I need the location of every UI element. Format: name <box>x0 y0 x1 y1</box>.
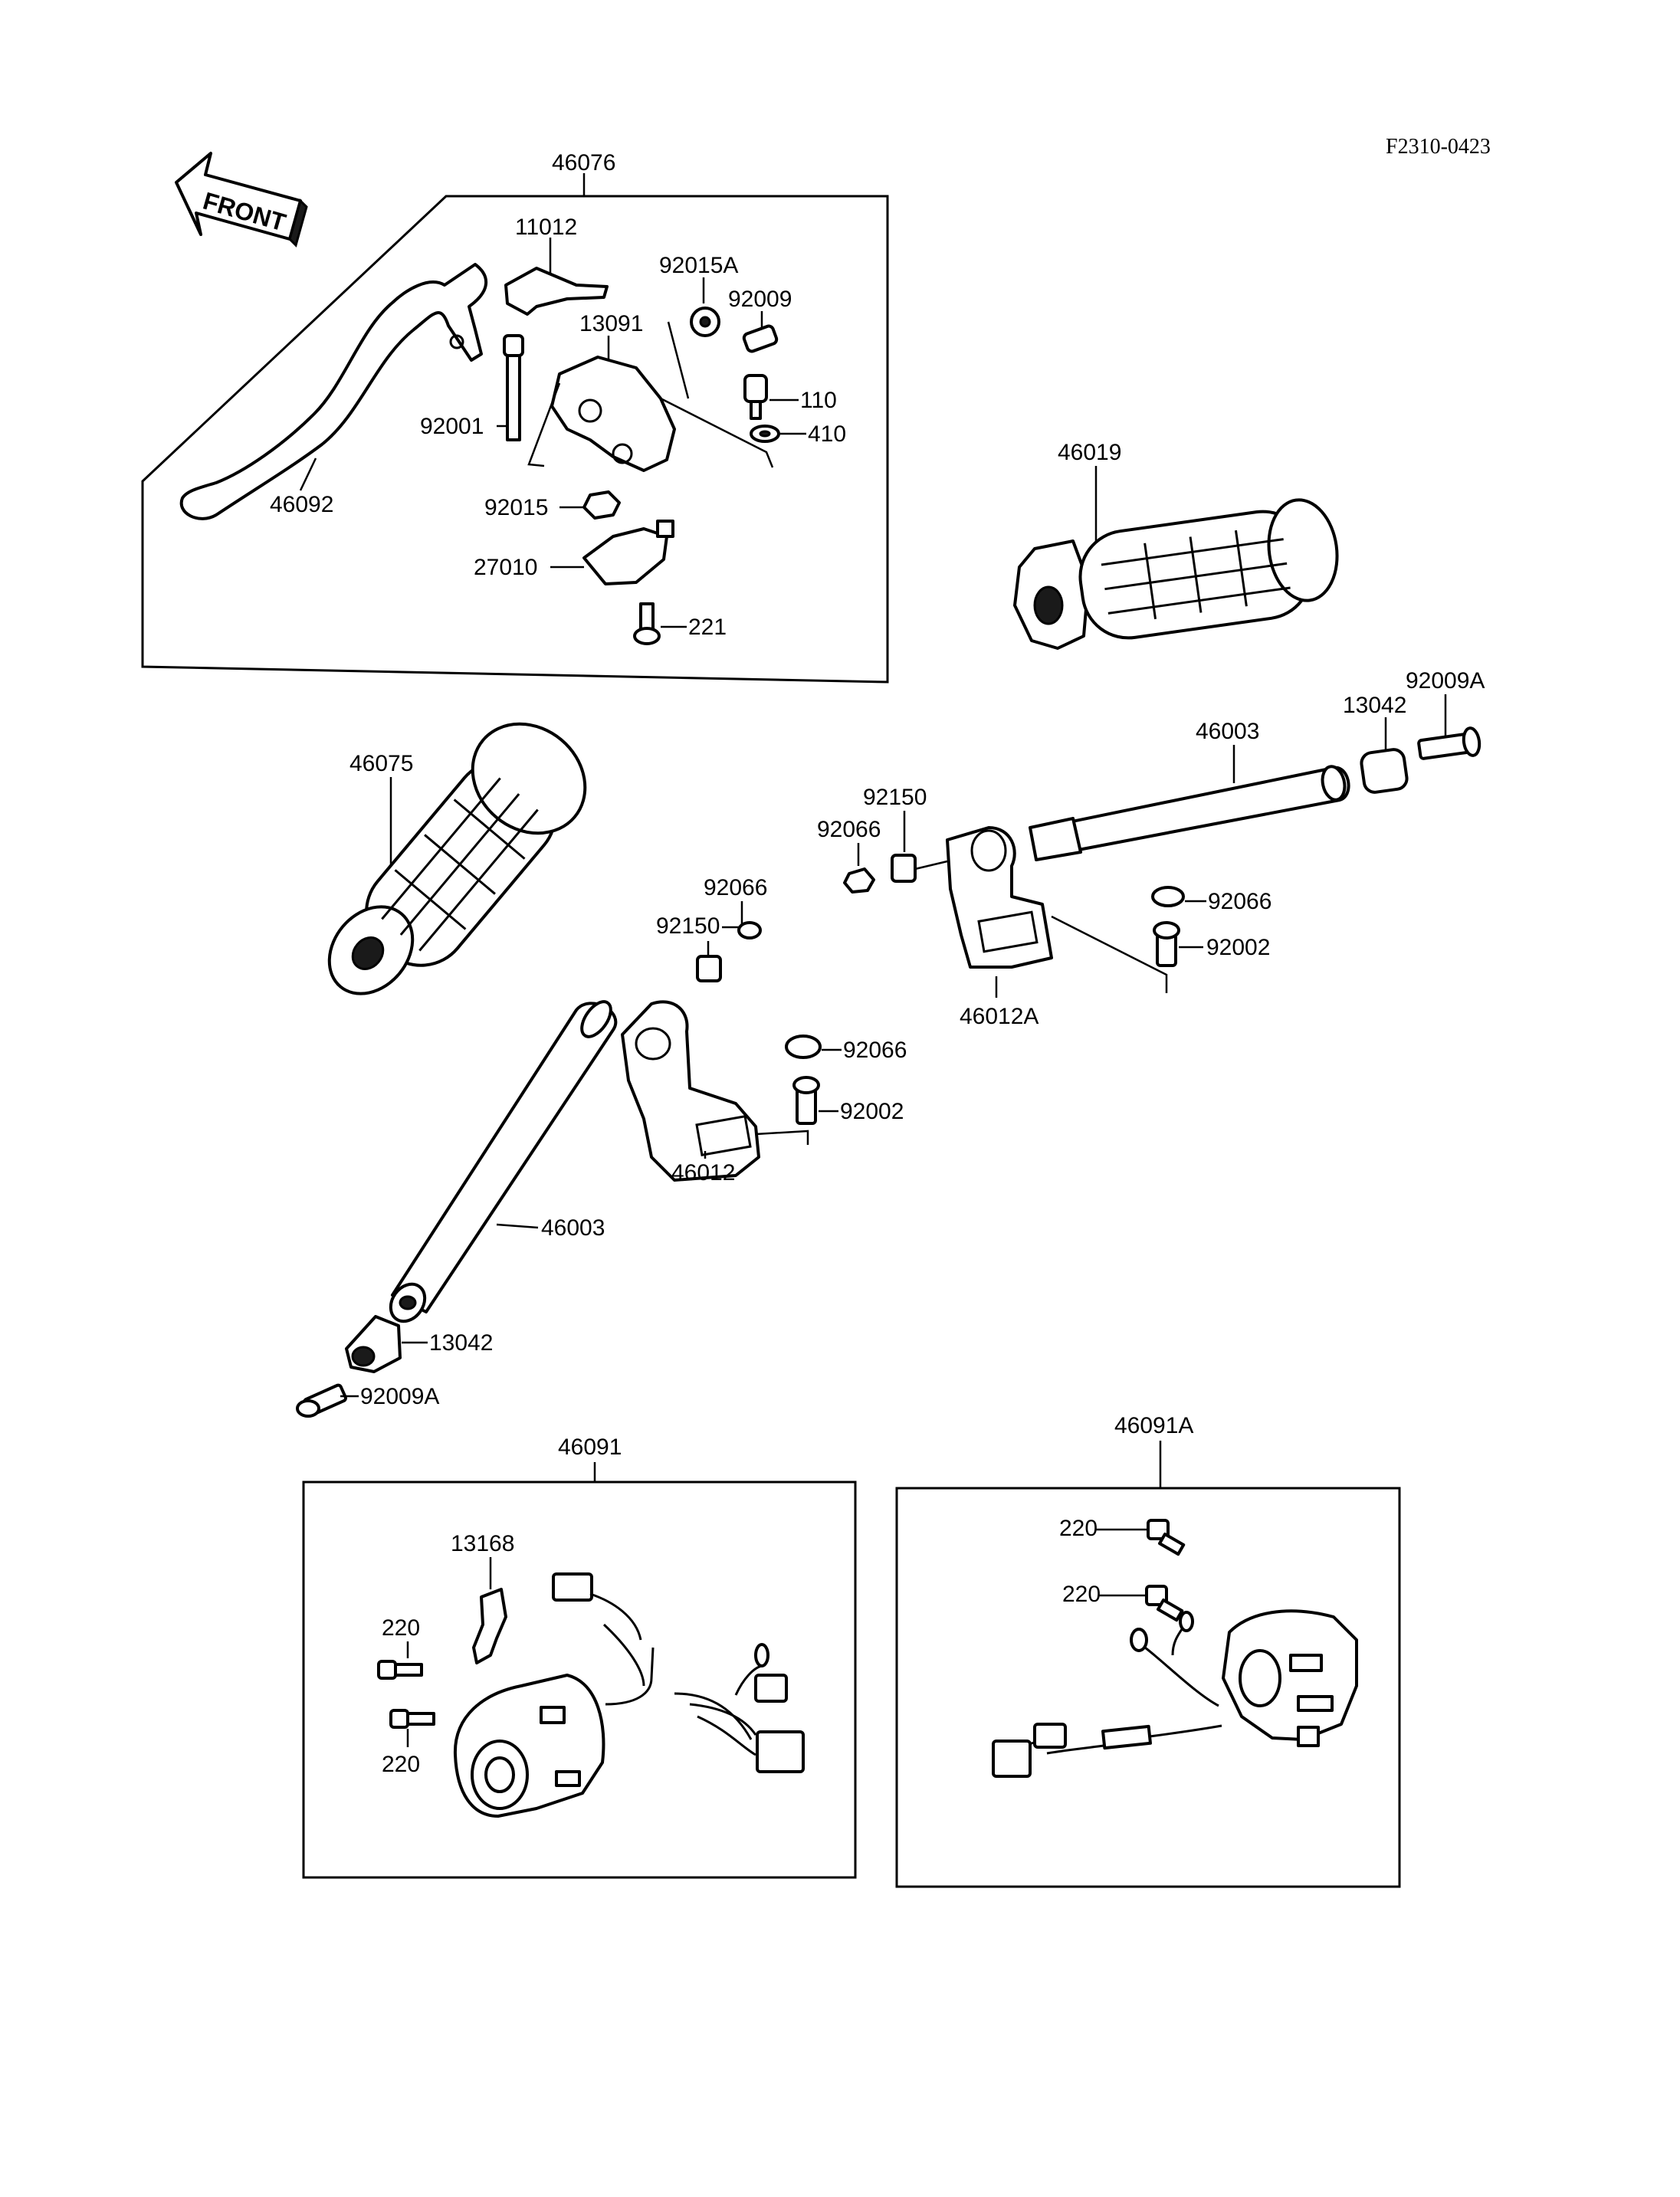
front-arrow-icon: FRONT <box>175 152 308 248</box>
label-220-c: 220 <box>1059 1516 1098 1541</box>
label-221: 221 <box>688 615 727 640</box>
connector-46091-a <box>552 1572 593 1602</box>
label-11012: 11012 <box>515 215 577 240</box>
cover-11012 <box>504 267 609 316</box>
label-46076: 46076 <box>552 150 615 175</box>
label-46092: 46092 <box>270 492 333 517</box>
nut-92066-left-1 <box>737 921 762 939</box>
label-46012: 46012 <box>671 1160 735 1185</box>
label-92066-left-1: 92066 <box>704 875 767 900</box>
label-13042-left: 13042 <box>429 1330 493 1356</box>
assembly-box-46076 <box>141 195 889 684</box>
nut-92066-left-2 <box>785 1035 822 1059</box>
label-220-b: 220 <box>382 1752 420 1777</box>
bolt-92001 <box>503 334 524 357</box>
label-220-d: 220 <box>1062 1582 1101 1607</box>
bar-holder-46012 <box>621 1000 760 1182</box>
screw-220-a <box>377 1660 397 1680</box>
label-92009: 92009 <box>728 287 792 312</box>
label-13042-right: 13042 <box>1343 693 1406 718</box>
label-92001: 92001 <box>420 414 484 439</box>
label-27010: 27010 <box>474 555 537 580</box>
screw-92009 <box>742 324 779 353</box>
bolt-92150-right <box>891 854 917 883</box>
grip-46019: 46019 <box>1013 440 1339 650</box>
label-92150-left: 92150 <box>656 913 720 939</box>
switch-assembly-46091: 46091 13168 220 220 <box>302 1435 857 1879</box>
bracket-13168 <box>472 1588 507 1664</box>
weight-13042-right <box>1360 748 1409 794</box>
label-92066-left-2: 92066 <box>843 1038 907 1063</box>
screw-220-c <box>1147 1519 1170 1540</box>
label-46003-left: 46003 <box>541 1215 605 1241</box>
nut-92066-right-1 <box>843 867 875 894</box>
screw-110 <box>743 374 768 403</box>
label-92066-right-2: 92066 <box>1208 889 1271 914</box>
holder-13091 <box>550 356 676 472</box>
label-110: 110 <box>800 388 837 413</box>
label-13091: 13091 <box>579 311 643 336</box>
label-92009A-left: 92009A <box>360 1384 439 1409</box>
screw-92009A-right <box>1417 733 1471 760</box>
switch-27010 <box>582 527 668 585</box>
switch-assembly-46091A: 46091A 220 220 <box>895 1413 1401 1888</box>
grip-46075: 46075 <box>327 722 587 995</box>
assembly-box-46091 <box>302 1481 857 1879</box>
label-46019: 46019 <box>1058 440 1121 465</box>
label-92015: 92015 <box>484 495 548 520</box>
lever-assembly-46076: 46076 46092 11012 92015A 92009 13091 920… <box>141 150 889 684</box>
label-92015A: 92015A <box>659 253 738 278</box>
connector-46091A-b <box>1033 1723 1067 1749</box>
handlebar-left: 92066 92150 46012 92066 92002 46003 <box>296 875 907 1418</box>
label-13168: 13168 <box>451 1531 514 1556</box>
label-92066-right-1: 92066 <box>817 817 881 842</box>
label-46012A: 46012A <box>960 1004 1039 1029</box>
label-92150-right: 92150 <box>863 785 927 810</box>
label-46003-right: 46003 <box>1196 719 1259 744</box>
handlebar-tube-46003-right <box>1033 766 1350 858</box>
connector-46091-c <box>756 1730 805 1773</box>
label-92009A-right: 92009A <box>1406 668 1485 694</box>
label-46091A: 46091A <box>1114 1413 1193 1438</box>
clutch-lever-46092 <box>179 263 488 520</box>
label-46091: 46091 <box>558 1435 622 1460</box>
bar-holder-46012A <box>946 826 1053 969</box>
reference-code: F2310-0423 <box>1386 135 1491 159</box>
handlebar-tube-46003-left <box>391 1002 618 1313</box>
assembly-box-46091A <box>895 1487 1401 1888</box>
nut-92066-right-2 <box>1151 886 1185 907</box>
label-46075: 46075 <box>349 751 413 776</box>
label-220-a: 220 <box>382 1615 420 1641</box>
label-92002-right: 92002 <box>1206 935 1270 960</box>
screw-220-d <box>1145 1585 1168 1606</box>
nut-92015 <box>582 490 621 520</box>
handlebar-right: 46003 13042 92009A 46012A 92150 92066 92… <box>817 668 1485 1029</box>
connector-46091-b <box>754 1674 788 1703</box>
connector-46091A-a <box>992 1740 1032 1778</box>
screw-220-b <box>389 1709 409 1729</box>
label-410: 410 <box>808 421 846 447</box>
label-92002-left: 92002 <box>840 1099 904 1124</box>
bolt-92150-left <box>696 955 722 982</box>
weight-13042-left <box>345 1315 402 1373</box>
